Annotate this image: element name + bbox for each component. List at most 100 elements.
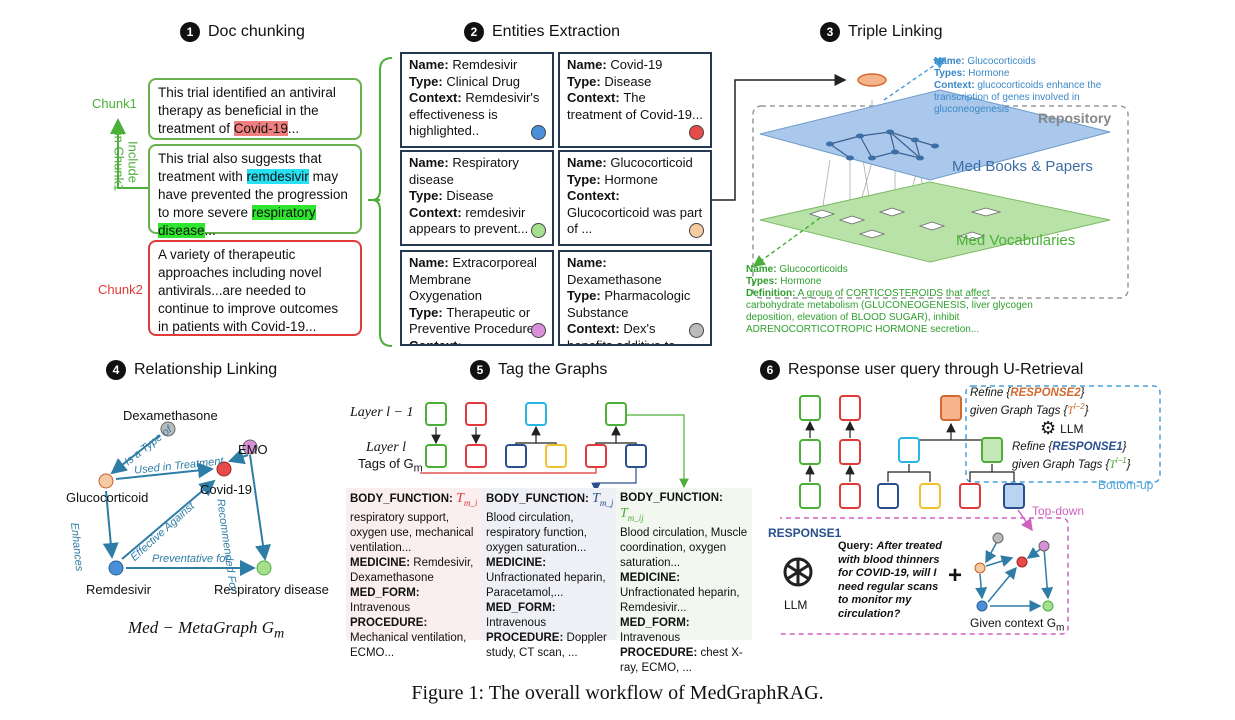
include-label: Include in Chunk1 <box>106 118 146 198</box>
entity-context-key: Context <box>409 204 458 220</box>
include-label-line2: in Chunk1 <box>111 132 127 192</box>
tag-symbol: Tm_ij <box>620 506 644 523</box>
entity-name-row: Name: Glucocorticoid <box>567 155 693 170</box>
entity-name: Extracorporeal Membrane Oxygenation <box>409 255 537 303</box>
entity-name-key: Name <box>567 57 603 72</box>
chunk1b-box: This trial also suggests that treatment … <box>148 144 362 238</box>
bottom-name-key: Name: <box>746 264 777 275</box>
tag-body-value: respiratory support, oxygen use, mechani… <box>350 511 474 554</box>
tag-body-value: Blood circulation, Muscle coordination, … <box>620 526 748 569</box>
llm2-label: LLM <box>784 598 808 612</box>
entity-node <box>857 73 887 87</box>
entity-context-row: Context: remdesivir appears to prevent..… <box>409 204 529 237</box>
tag-med-value: Remdesivir, Dexamethasone <box>350 556 474 584</box>
entity-context-key: Context <box>409 337 458 346</box>
entity-type-row: Type: Pharmacologic Substance <box>567 288 691 320</box>
chunk1b-text-a: This trial also suggests that treatment … <box>158 151 322 184</box>
chunk2-text: A variety of therapeutic approaches incl… <box>158 247 339 334</box>
tag-letter: T <box>592 491 600 506</box>
entity-name-row: Name: Covid-19 <box>567 57 663 72</box>
chunk1b-text-c: ... <box>204 223 216 238</box>
entity-type: Therapeutic or Preventive Procedure <box>409 304 535 337</box>
entity-type-row: Type: Disease <box>567 73 652 89</box>
entity-name: Glucocorticoid <box>610 155 693 170</box>
entity-context-key: Context <box>567 90 616 105</box>
upper-node-red <box>465 402 487 426</box>
chunk1-box: This trial identified an antiviral thera… <box>148 78 362 140</box>
entity-type-key: Type <box>409 73 439 89</box>
tag-arrow-i <box>420 467 597 474</box>
given-context-sub: m <box>1056 622 1065 634</box>
tag-body-key: BODY_FUNCTION: <box>350 493 453 505</box>
entity-context-key: Context <box>409 90 458 105</box>
vocab-plane <box>759 181 1111 263</box>
chunk1-label: Chunk1 <box>92 96 137 111</box>
tag-letter: T <box>456 491 464 506</box>
tag-body-key: BODY_FUNCTION: <box>620 492 723 504</box>
step4-title: 4 Relationship Linking <box>106 360 277 380</box>
tag-body-row: BODY_FUNCTION: Tm_ij <box>620 491 748 526</box>
entity-name-key: Name <box>409 255 445 270</box>
tag-letter: T <box>620 506 628 521</box>
step6-number: 6 <box>760 360 780 380</box>
lower-node-yellow <box>545 444 567 468</box>
response1-label: RESPONSE1 <box>768 526 842 540</box>
remdesivir-label: Remdesivir <box>86 582 152 597</box>
respiratory-node <box>256 560 272 576</box>
top-name-value: Glucocorticoids <box>967 56 1036 67</box>
step2-title: 2 Entities Extraction <box>464 22 620 42</box>
include-arrow <box>110 118 148 189</box>
step2-label: Entities Extraction <box>492 23 621 40</box>
tag-med-value: Unfractionated heparin, Remdesivir... <box>620 586 740 614</box>
step4-label: Relationship Linking <box>134 361 278 378</box>
entity-context: Glucocorticoid was part of ... <box>567 204 703 237</box>
tag-arrow-j <box>591 467 637 493</box>
entity-name-key: Name <box>409 57 445 72</box>
entity-card: Name: Extracorporeal Membrane Oxygenatio… <box>400 250 554 346</box>
upper-node-green <box>425 402 447 426</box>
entity-context-row: Context: Dex's benefits additive to.. <box>567 321 703 346</box>
entity-type: Clinical Drug <box>446 73 521 89</box>
refine1-end: } <box>1126 458 1131 471</box>
top-context-key: Context: <box>934 80 975 91</box>
tag-body-value: Blood circulation, respiratory function,… <box>486 511 587 554</box>
entity-context-row: Context: Glucocorticoid was part of ... <box>567 188 703 237</box>
chunk2-box: A variety of therapeutic approaches incl… <box>148 240 362 336</box>
entity-type-row: Type: Disease <box>409 188 494 203</box>
top-name-key: Name: <box>934 56 965 67</box>
query-key: Query: <box>838 540 874 552</box>
entity-name-key: Name <box>567 155 603 170</box>
top-down-label: Top-down <box>1032 504 1085 518</box>
tag-proc-key: PROCEDURE: <box>486 631 564 644</box>
tag-med-key: MEDICINE: <box>620 571 681 584</box>
step6-title: 6 Response user query through U-Retrieva… <box>760 360 1083 380</box>
upper-node-green2 <box>605 402 627 426</box>
refine1-sup: l−1 <box>1115 456 1127 465</box>
step1-title: 1 Doc chunking <box>180 22 305 42</box>
glucocorticoid-label: Glucocorticoid <box>66 490 149 505</box>
metagraph-caption-sub: m <box>274 625 285 642</box>
step3-title: 3 Triple Linking <box>820 22 943 42</box>
refine2-text: Refine {RESPONSE2} given Graph Tags {Tl−… <box>970 386 1160 418</box>
emo-node <box>242 439 258 455</box>
upper-node-cyan <box>525 402 547 426</box>
bottom-up-label: Bottom-up <box>1098 478 1154 492</box>
tag-form-key: MED_FORM: <box>486 601 556 614</box>
refine1-given: given Graph Tags { <box>1012 458 1110 471</box>
entity-type: Disease <box>446 188 494 203</box>
tag-med-value: Unfractionated heparin, Paracetamol,... <box>486 571 606 599</box>
step5-label: Tag the Graphs <box>498 361 608 378</box>
refine2-sup: l−2 <box>1073 402 1085 411</box>
lower-node-green <box>425 444 447 468</box>
top-down-frame <box>780 517 1069 635</box>
refine1-response: RESPONSE1 <box>1052 441 1123 453</box>
entity-context: Dex's benefits additive to.. <box>567 321 683 346</box>
entities-to-graph-arrow <box>712 74 847 201</box>
entity-context-row: Context: ... <box>409 337 545 346</box>
glucocorticoid-node <box>98 473 114 489</box>
entity-color-dot <box>531 323 546 338</box>
figure-caption: Figure 1: The overall workflow of MedGra… <box>411 682 824 704</box>
step6-label: Response user query through U-Retrieval <box>788 361 1084 378</box>
